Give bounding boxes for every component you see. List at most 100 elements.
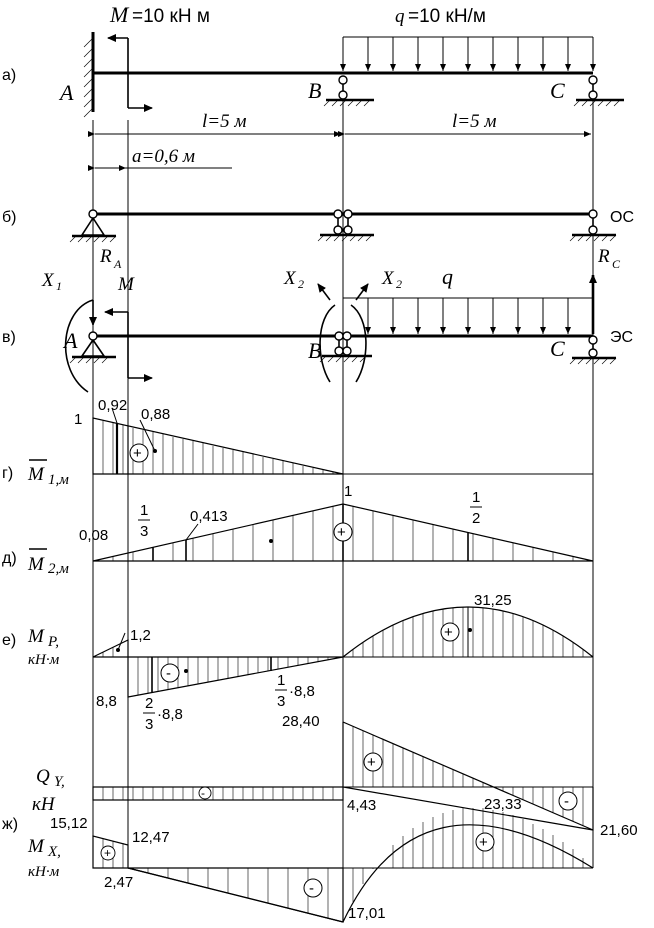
dimension-lines [88, 131, 591, 171]
qy-label: Q [36, 766, 50, 787]
row-label-e: е) [2, 632, 16, 649]
m1-value-1: 1 [74, 411, 82, 428]
mx-value-1247: 12,47 [132, 829, 170, 846]
qy-sign-minus-right: - [564, 793, 569, 810]
mp-23-num: 2 [145, 695, 153, 712]
roller-support-c-v [569, 335, 617, 365]
moment-load-a [107, 34, 153, 112]
diagram-m2: + 0,08 1 3 0,413 1 1 2 M 2,м [27, 483, 594, 577]
mx-label: M [27, 836, 45, 857]
reaction-rc-main: R [597, 246, 610, 267]
point-c-label-v: C [550, 336, 565, 361]
x2b-main: X [381, 268, 395, 289]
mp-13-num: 1 [277, 672, 285, 689]
x1-moment-arc [64, 299, 94, 393]
mx-unit: кН·м [28, 864, 60, 880]
m2-half-den: 2 [472, 510, 480, 527]
reaction-ra-sub: A [113, 257, 122, 271]
x2b-sub: 2 [396, 277, 402, 291]
row-label-g: г) [2, 465, 13, 482]
mp-sign-minus: - [166, 665, 171, 682]
point-a-label-v: A [62, 328, 78, 353]
point-b-label-v: B [308, 338, 321, 363]
point-b-label: B [308, 78, 321, 103]
mp-sub: P, [47, 634, 59, 650]
point-c-label: C [550, 78, 565, 103]
m2-value-0413: 0,413 [190, 508, 228, 525]
roller-support-b [323, 75, 374, 107]
mx-value-247: 2,47 [104, 874, 133, 891]
moment-m-label-v: M [117, 274, 135, 295]
hinge-support-b [317, 209, 374, 242]
row-label-b: б) [2, 209, 17, 226]
mx-sign-plus-left: + [104, 846, 111, 860]
m1-label: M [27, 464, 45, 485]
qy-unit: кН [32, 794, 56, 815]
diagram-m1: + 1 0,92 0,88 M 1,м [27, 397, 593, 488]
m1-sign: + [133, 445, 142, 462]
m1-value-092: 0,92 [98, 397, 127, 414]
mp-23-den: 3 [145, 716, 153, 733]
x2-right-arc [350, 304, 367, 383]
mp-value-3125: 31,25 [474, 592, 512, 609]
moment-symbol: M [109, 2, 130, 27]
mx-sub: X, [47, 844, 61, 860]
m2-sign: + [337, 524, 346, 541]
diagram-mx: + - + 15,12 [27, 796, 594, 923]
qy-value-2840: 28,40 [282, 713, 320, 730]
qy-sign-plus: + [367, 754, 376, 771]
dimension-l1: l=5 м [202, 111, 246, 132]
mx-sign-plus: + [479, 834, 488, 851]
mp-value-12: 1,2 [130, 627, 151, 644]
m2-sub: 2,м [48, 561, 69, 577]
hinge-support-b-v [319, 331, 372, 363]
x1-main: X [41, 270, 55, 291]
x2-right-arrow [355, 283, 369, 301]
roller-support-c [573, 75, 624, 107]
scheme-a: M =10 кН м A q =10 кН/м B [58, 2, 624, 171]
m2-value-008: 0,08 [79, 527, 108, 544]
diagram-mp: - + 1,2 8,8 2 3 ·8,8 1 3 ·8,8 [27, 592, 594, 733]
x2-left-arc [319, 304, 336, 383]
dimension-a: a=0,6 м [132, 146, 195, 167]
dimension-l2: l=5 м [452, 111, 496, 132]
load-q-symbol: q [395, 6, 405, 27]
moment-value: =10 кН м [132, 6, 210, 27]
row-label-a: а) [2, 67, 16, 84]
reaction-ra-main: R [99, 246, 112, 267]
row-label-d: д) [2, 550, 17, 567]
diagram-qy: - + - 28,40 4,43 21,60 Q Y, кН [32, 713, 638, 839]
m1-sub: 1,м [48, 472, 69, 488]
pin-support-a [69, 209, 117, 243]
mp-sign-plus: + [444, 624, 453, 641]
scheme-b-basic-system: ОС R A R C [69, 209, 634, 271]
mx-value-1701: 17,01 [348, 905, 386, 922]
m2-third-den: 3 [140, 523, 148, 540]
point-a-label: A [58, 80, 74, 105]
x2-left-arrow [317, 283, 331, 301]
x2a-main: X [283, 268, 297, 289]
wall-hatch [83, 37, 94, 118]
qy-sub: Y, [54, 774, 65, 790]
load-q-label-v: q [442, 264, 453, 289]
distributed-load-a [340, 36, 596, 71]
m2-label: M [27, 554, 45, 575]
m2-half-num: 1 [472, 489, 480, 506]
x1-sub: 1 [56, 279, 62, 293]
m1-value-088: 0,88 [141, 406, 170, 423]
mp-23-tail: ·8,8 [157, 706, 183, 723]
row-labels: а) б) в) г) д) е) ж) [2, 67, 18, 833]
row-label-v: в) [2, 329, 16, 346]
m2-value-1: 1 [344, 483, 352, 500]
roller-support-c-b [569, 209, 617, 242]
mp-unit: кН·м [28, 652, 60, 668]
mx-sign-minus: - [309, 880, 314, 897]
equivalent-system-label: ЭС [610, 329, 633, 346]
x2a-sub: 2 [298, 277, 304, 291]
mx-value-2333: 23,33 [484, 796, 522, 813]
mp-13-den: 3 [277, 693, 285, 710]
moment-load-v [104, 308, 153, 382]
mp-13-tail: ·8,8 [289, 683, 315, 700]
